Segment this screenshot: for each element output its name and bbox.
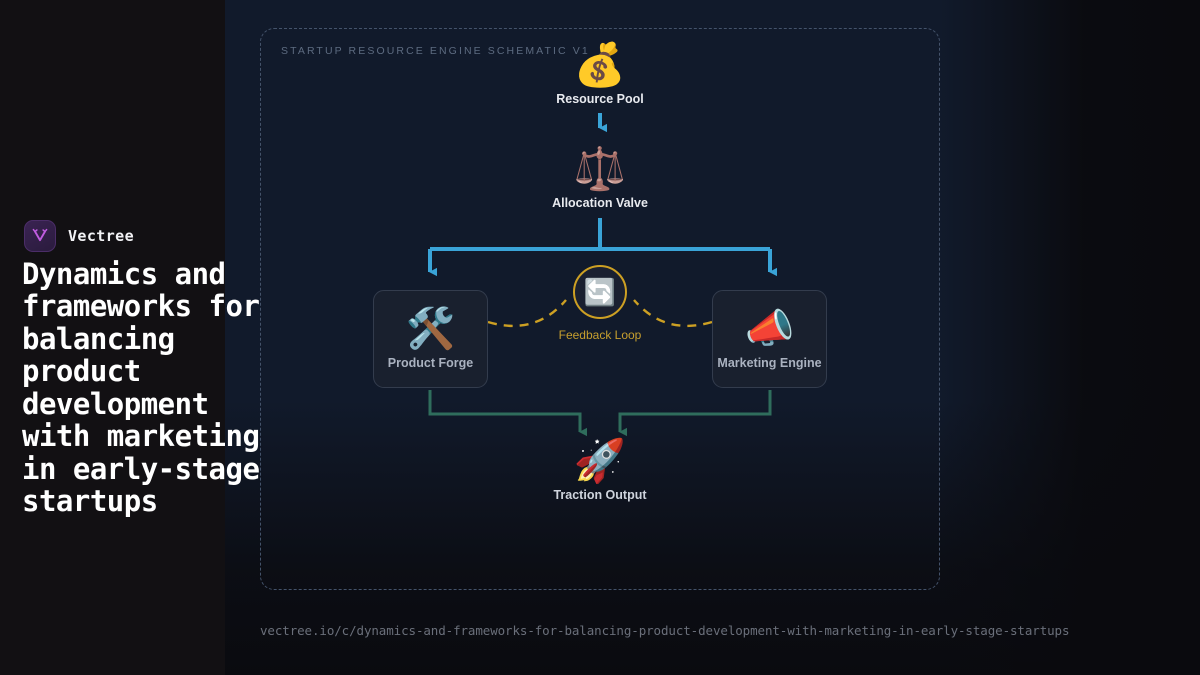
node-allocation-valve-label: Allocation Valve <box>552 196 648 210</box>
brand-row[interactable]: Vectree <box>24 220 134 252</box>
connector-layer <box>428 113 778 437</box>
edge-marketing-engine-to-traction-output <box>618 390 772 437</box>
feedback-loop-badge: 🔄 <box>573 265 627 319</box>
node-marketing-engine-label: Marketing Engine <box>717 355 822 370</box>
page-title: Dynamics and frameworks for balancing pr… <box>22 257 260 519</box>
schematic-title: STARTUP RESOURCE ENGINE SCHEMATIC v1 <box>281 45 590 57</box>
refresh-arrows-icon: 🔄 <box>583 277 617 307</box>
hammer-wrench-icon: 🛠️ <box>405 306 456 351</box>
vectree-branch-logo-icon <box>24 220 56 252</box>
rocket-icon: 🚀 <box>573 437 627 484</box>
node-traction-output-label: Traction Output <box>553 488 647 502</box>
money-bag-icon: 💰 <box>573 41 627 88</box>
footer-url: vectree.io/c/dynamics-and-frameworks-for… <box>260 623 1070 638</box>
brand-name: Vectree <box>68 227 135 245</box>
megaphone-icon: 📣 <box>744 306 795 351</box>
title-sidebar: Vectree Dynamics and frameworks for bala… <box>0 0 260 675</box>
node-resource-pool[interactable]: 💰 Resource Pool <box>540 41 660 107</box>
right-fade-overlay <box>940 0 1200 675</box>
node-feedback-loop[interactable]: 🔄 Feedback Loop <box>540 265 660 342</box>
edge-product-forge-to-traction-output <box>428 390 588 437</box>
node-allocation-valve[interactable]: ⚖️ Allocation Valve <box>540 145 660 211</box>
node-product-forge-label: Product Forge <box>387 355 474 370</box>
node-marketing-engine[interactable]: 📣 Marketing Engine <box>712 290 827 388</box>
node-resource-pool-label: Resource Pool <box>556 92 644 106</box>
node-traction-output[interactable]: 🚀 Traction Output <box>540 437 660 503</box>
node-feedback-loop-label: Feedback Loop <box>558 328 642 342</box>
balance-scale-icon: ⚖️ <box>573 145 627 192</box>
node-product-forge[interactable]: 🛠️ Product Forge <box>373 290 488 388</box>
schematic-frame <box>260 28 940 590</box>
